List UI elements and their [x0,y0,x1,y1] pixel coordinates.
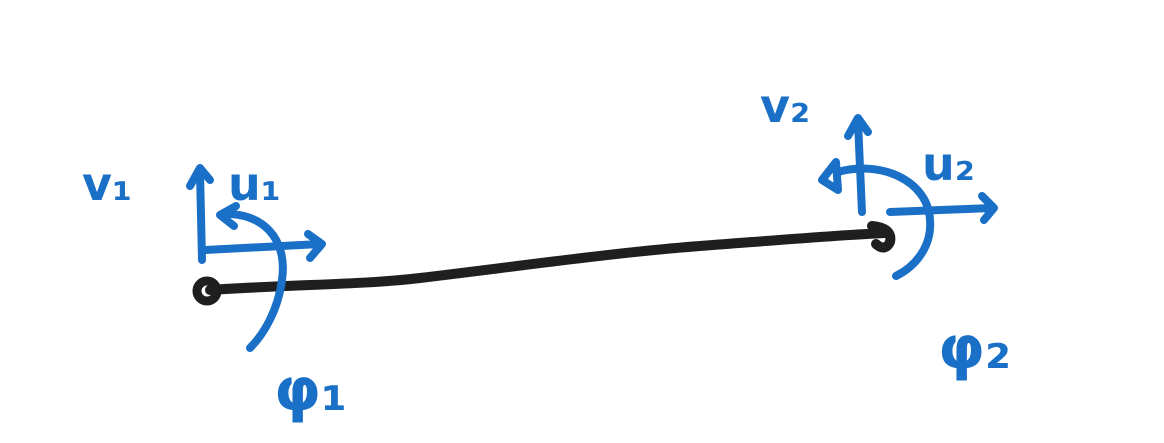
dof-labels: v₁ u₁ φ₁ v₂ u₂ φ₂ [82,79,1011,425]
v1-arrow [186,164,214,264]
phi1-rotation-arc [218,209,287,352]
beam-element [192,221,896,306]
node-2-dofs [818,114,998,280]
phi1-rotation-arrowhead [216,202,240,230]
v1-label: v₁ [82,157,132,211]
phi2-rotation-arc [834,164,935,280]
node-1-dofs [186,164,326,352]
phi1-label: φ₁ [274,355,347,425]
beam-line [205,228,890,295]
v2-label: v₂ [760,79,810,133]
phi2-label: φ₂ [938,313,1011,383]
phi2-rotation-arrowhead [818,158,842,194]
u1-arrow [201,230,326,262]
u2-label: u₂ [922,137,975,191]
node-1 [192,276,222,306]
node-2 [867,221,896,253]
u1-label: u₁ [228,157,281,211]
u2-arrow [886,192,998,224]
